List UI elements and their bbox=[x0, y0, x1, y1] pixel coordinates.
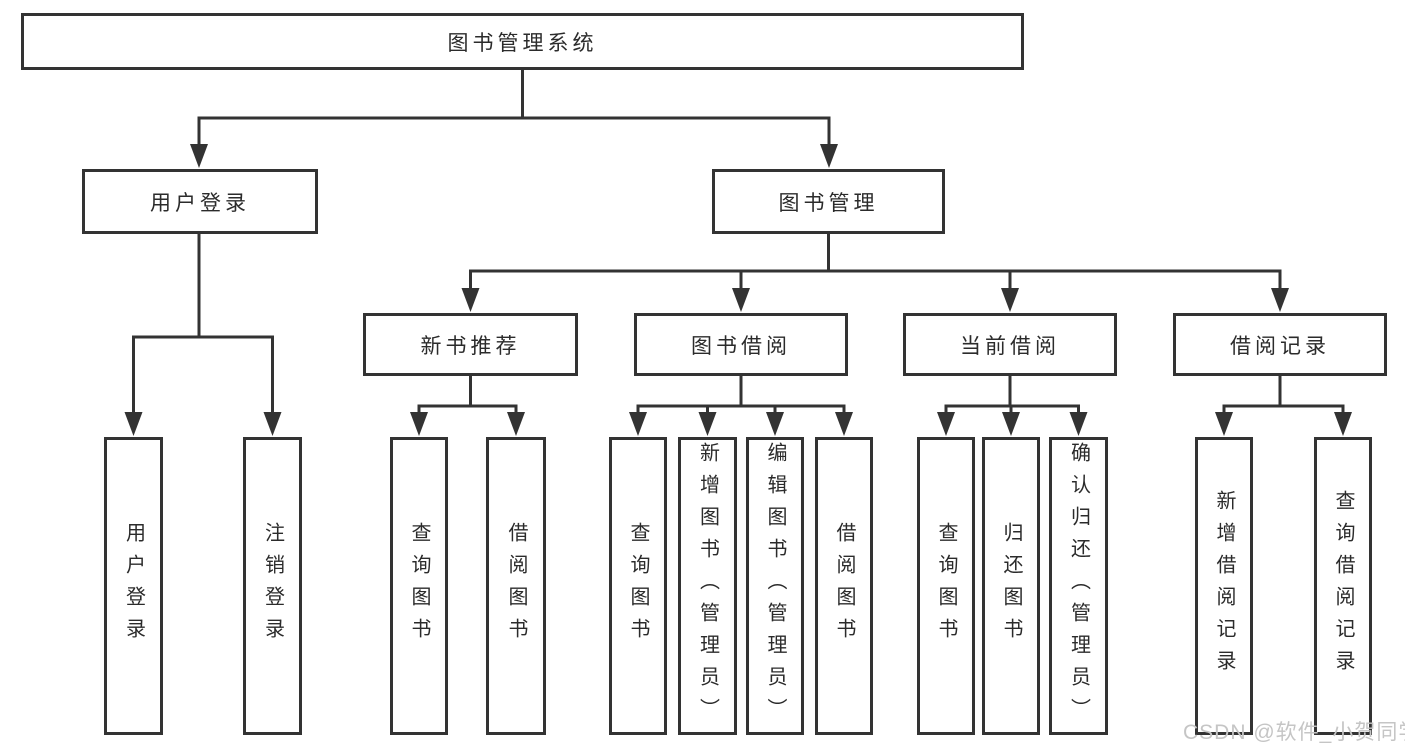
leaf-recommend-borrow-books: 借阅图书 bbox=[486, 437, 546, 735]
leaf-label: 借阅图书 bbox=[833, 522, 855, 650]
node-borrowing-records: 借阅记录 bbox=[1173, 313, 1387, 376]
leaf-label: 确认归还（管理员） bbox=[1067, 442, 1090, 730]
node-system-root: 图书管理系统 bbox=[21, 13, 1024, 70]
node-current-borrowing: 当前借阅 bbox=[903, 313, 1117, 376]
leaf-borrow-query-books: 查询图书 bbox=[609, 437, 667, 735]
leaf-label: 注销登录 bbox=[261, 522, 284, 650]
arrowheads bbox=[124, 144, 1352, 436]
leaf-borrow-borrow-books: 借阅图书 bbox=[815, 437, 873, 735]
leaf-current-confirm-return-admin: 确认归还（管理员） bbox=[1049, 437, 1108, 735]
leaf-records-query-record: 查询借阅记录 bbox=[1314, 437, 1372, 735]
leaf-records-add-record: 新增借阅记录 bbox=[1195, 437, 1253, 735]
leaf-label: 新增图书（管理员） bbox=[696, 442, 719, 730]
leaf-recommend-query-books: 查询图书 bbox=[390, 437, 448, 735]
node-user-login: 用户登录 bbox=[82, 169, 318, 234]
csdn-watermark: CSDN @软件_小贺同学 bbox=[1183, 721, 1405, 744]
node-new-book-recommend: 新书推荐 bbox=[363, 313, 578, 376]
node-label: 新书推荐 bbox=[420, 334, 521, 358]
leaf-label: 新增借阅记录 bbox=[1213, 490, 1235, 682]
leaf-logout: 注销登录 bbox=[243, 437, 302, 735]
leaf-current-query-books: 查询图书 bbox=[917, 437, 975, 735]
leaf-borrow-add-books-admin: 新增图书（管理员） bbox=[678, 437, 737, 735]
node-label: 图书借阅 bbox=[691, 334, 791, 358]
leaf-label: 归还图书 bbox=[1000, 522, 1022, 650]
node-book-borrowing: 图书借阅 bbox=[634, 313, 848, 376]
node-label: 图书管理 bbox=[778, 191, 879, 215]
leaf-label: 编辑图书（管理员） bbox=[764, 442, 786, 730]
leaf-label: 查询借阅记录 bbox=[1332, 490, 1354, 682]
node-label: 图书管理系统 bbox=[447, 31, 598, 55]
leaf-label: 用户登录 bbox=[122, 522, 145, 650]
node-label: 借阅记录 bbox=[1230, 334, 1330, 358]
node-book-management: 图书管理 bbox=[712, 169, 945, 234]
leaf-current-return-books: 归还图书 bbox=[982, 437, 1040, 735]
leaf-borrow-edit-books-admin: 编辑图书（管理员） bbox=[746, 437, 804, 735]
leaf-label: 查询图书 bbox=[408, 522, 430, 650]
leaf-label: 查询图书 bbox=[627, 522, 649, 650]
leaf-label: 查询图书 bbox=[935, 522, 957, 650]
leaf-label: 借阅图书 bbox=[505, 522, 527, 650]
node-label: 用户登录 bbox=[150, 191, 250, 215]
leaf-user-login: 用户登录 bbox=[104, 437, 163, 735]
node-label: 当前借阅 bbox=[960, 334, 1060, 358]
